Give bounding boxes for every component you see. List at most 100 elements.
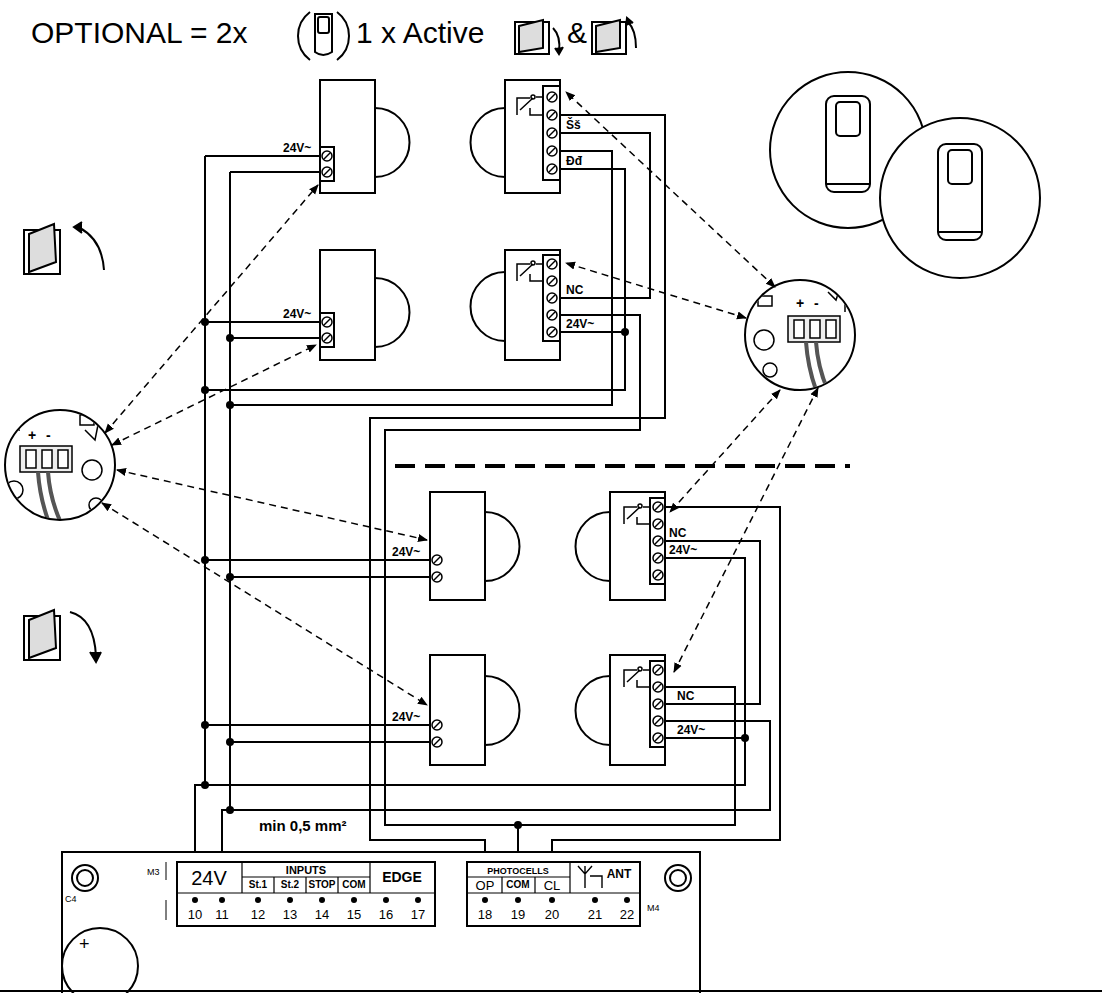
junction-dot: [226, 334, 234, 342]
photocell-transmitter: [485, 676, 520, 745]
screw-terminal: [653, 733, 663, 743]
screw-terminal: [655, 735, 661, 741]
terminal-header: COM: [505, 880, 530, 890]
pin-number: 15: [346, 908, 362, 921]
screw-terminal: [653, 570, 663, 580]
screw-terminal: [547, 259, 557, 269]
screw-terminal: [547, 276, 557, 286]
heading-text: &: [566, 18, 588, 48]
relay-symbol: [531, 95, 535, 99]
relay-symbol: [624, 670, 650, 687]
terminal-header: St.2: [280, 880, 300, 890]
screw-terminal: [655, 667, 661, 673]
remote-icon: [298, 12, 310, 60]
terminal-pin: [319, 897, 325, 903]
junction-dot: [201, 781, 209, 789]
screw-terminal: [653, 716, 663, 726]
polarity-mark: +: [795, 296, 805, 310]
terminal-pin: [415, 897, 421, 903]
remote-detail: [938, 144, 982, 240]
terminal-header: 24V: [190, 868, 228, 888]
junction-dot: [226, 401, 234, 409]
pcb-detail: [810, 320, 820, 338]
terminal-pin: [219, 897, 225, 903]
terminal-label: 24V~: [668, 544, 698, 556]
photocell-transmitter: [320, 147, 334, 181]
terminal-pin: [287, 897, 293, 903]
gate-open-icon: [74, 222, 82, 233]
wire: [560, 133, 650, 298]
screw-terminal: [434, 574, 440, 580]
polarity-mark: -: [45, 428, 52, 442]
screw-terminal: [547, 110, 557, 120]
terminal-header: COM: [341, 880, 366, 890]
gate-close-icon: [90, 652, 101, 662]
terminal-label: 24V~: [391, 711, 421, 723]
terminal-pin: [482, 897, 488, 903]
photocell-receiver: [610, 655, 665, 765]
photocell-receiver: [505, 80, 560, 193]
junction-dot: [514, 821, 522, 829]
screw-terminal: [434, 557, 440, 563]
relay-symbol: [624, 507, 650, 524]
photocell-transmitter: [430, 655, 485, 765]
terminal-header: PHOTOCELLS: [486, 867, 549, 876]
pin-number: 11: [214, 908, 230, 921]
pin-number: 20: [544, 908, 560, 921]
pin-number: 17: [410, 908, 426, 921]
pcb-detail: [58, 450, 68, 468]
separator-line: [395, 464, 850, 468]
junction-dot: [191, 318, 749, 866]
photocell-transmitter: [320, 80, 375, 193]
screw-terminal: [324, 319, 330, 325]
wire: [230, 741, 430, 743]
terminal-label: 24V~: [565, 318, 595, 330]
screw-terminal: [549, 261, 555, 267]
screw-terminal: [549, 312, 555, 318]
control-board: [242, 862, 370, 893]
screw-terminal: [655, 684, 661, 690]
wire: [205, 321, 320, 323]
pcb-detail: [763, 363, 777, 377]
gate-close-icon: [628, 22, 636, 48]
control-board: [166, 862, 167, 920]
pcb-detail: [5, 415, 103, 525]
wire: [230, 576, 430, 578]
remote-icon: [298, 12, 349, 60]
control-board: [72, 865, 98, 891]
photocell-receiver: [650, 661, 665, 747]
wire: [385, 315, 735, 825]
gate-close-icon: [596, 20, 620, 52]
pcb-detail: [26, 450, 36, 468]
remote-detail: [948, 150, 972, 184]
polarity-mark: +: [27, 428, 37, 442]
screw-terminal: [324, 169, 330, 175]
gate-close-icon: [70, 612, 96, 656]
screw-terminal: [547, 293, 557, 303]
terminal-label: 24V~: [676, 724, 706, 736]
wire: [205, 155, 320, 157]
remote-detail: [770, 72, 1040, 278]
screw-terminal: [324, 153, 330, 159]
photocell-transmitter: [375, 278, 410, 347]
photocell-receiver: [471, 80, 666, 765]
screw-terminal: [549, 112, 555, 118]
screw-terminal: [655, 504, 661, 510]
screw-terminal: [547, 327, 557, 337]
photocell-receiver: [471, 272, 506, 341]
terminal-label: 24V~: [282, 308, 312, 320]
junction-dot: [201, 556, 209, 564]
pcb-detail: [826, 320, 836, 338]
gate-close-icon: [29, 610, 56, 658]
gate-open-icon: [24, 222, 104, 274]
photocell-receiver: [543, 255, 560, 341]
pin-number: 19: [510, 908, 526, 921]
screw-terminal: [653, 502, 663, 512]
pin-number: 16: [378, 908, 394, 921]
screw-terminal: [547, 92, 557, 102]
leader-arrow: [674, 388, 818, 672]
gate-open-icon: [555, 47, 563, 54]
remote-detail: [938, 231, 982, 233]
terminal-pin: [192, 897, 198, 903]
screw-terminal: [549, 278, 555, 284]
